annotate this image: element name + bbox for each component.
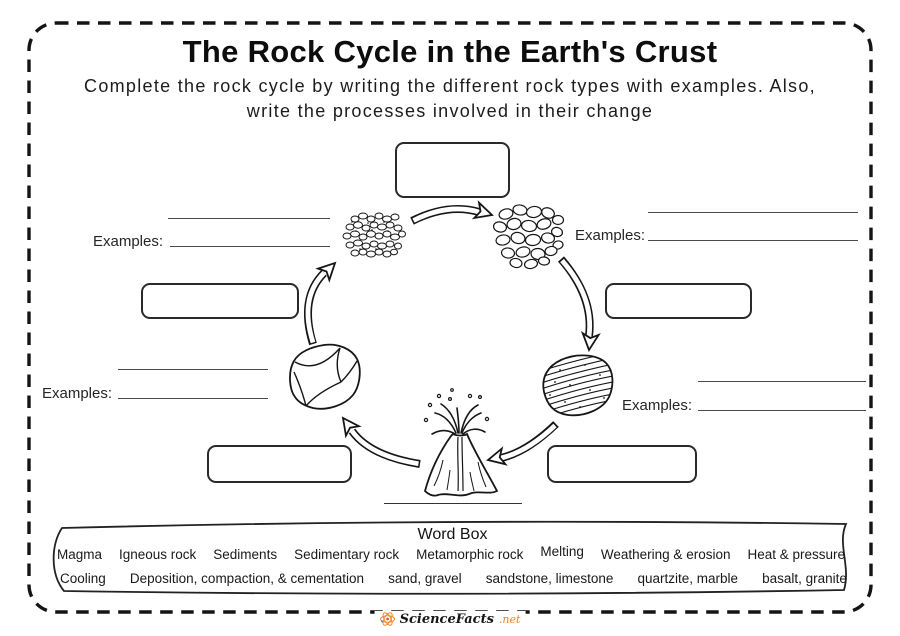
brand-suffix: .net [498,612,521,626]
answer-line[interactable] [698,410,866,411]
examples-label-upper-left: Examples: [93,233,164,250]
word-box-term: Sediments [213,547,278,562]
brand-name: ScienceFacts [399,611,494,627]
answer-line[interactable] [118,398,268,399]
examples-label-mid-right: Examples: [622,397,693,414]
answer-line-volcano[interactable] [384,503,522,504]
answer-line[interactable] [118,369,268,370]
answer-line[interactable] [168,218,330,219]
answer-box-lower-right[interactable] [547,445,697,483]
word-box-term: Igneous rock [119,547,197,562]
word-box-banner [52,520,848,595]
answer-line[interactable] [170,246,330,247]
instructions-line-2: write the processes involved in their ch… [246,101,654,121]
answer-box-upper-left[interactable] [141,283,299,319]
word-box-term: Metamorphic rock [416,547,524,562]
answer-box-top[interactable] [395,142,510,198]
word-box-term: sand, gravel [388,571,462,586]
answer-line[interactable] [648,240,858,241]
answer-box-upper-right[interactable] [605,283,752,319]
atom-icon [380,612,396,626]
word-box-row-1: Magma Igneous rock Sediments Sedimentary… [57,544,845,562]
word-box-title: Word Box [417,526,488,543]
word-box-term: Cooling [60,571,106,586]
word-box-term: sandstone, limestone [485,571,614,586]
word-box-term: Magma [57,547,103,562]
word-box-term: Weathering & erosion [600,547,731,562]
word-box-term: Heat & pressure [747,547,845,562]
word-box-term: Sedimentary rock [294,547,400,562]
word-box-row-2: Cooling Deposition, compaction, & cement… [60,571,847,586]
page-title: The Rock Cycle in the Earth's Crust [182,34,718,69]
word-box-term: basalt, granite [762,571,847,586]
answer-line[interactable] [648,212,858,213]
answer-line[interactable] [698,381,866,382]
instructions-line-1: Complete the rock cycle by writing the d… [84,76,816,96]
brand-logo: ScienceFacts .net [374,611,526,627]
examples-label-mid-left: Examples: [42,385,113,402]
answer-box-lower-left[interactable] [207,445,352,483]
word-box-term: quartzite, marble [637,571,739,586]
examples-label-upper-right: Examples: [575,227,646,244]
word-box-term: Deposition, compaction, & cementation [129,571,365,586]
word-box-term: Melting [540,544,584,559]
